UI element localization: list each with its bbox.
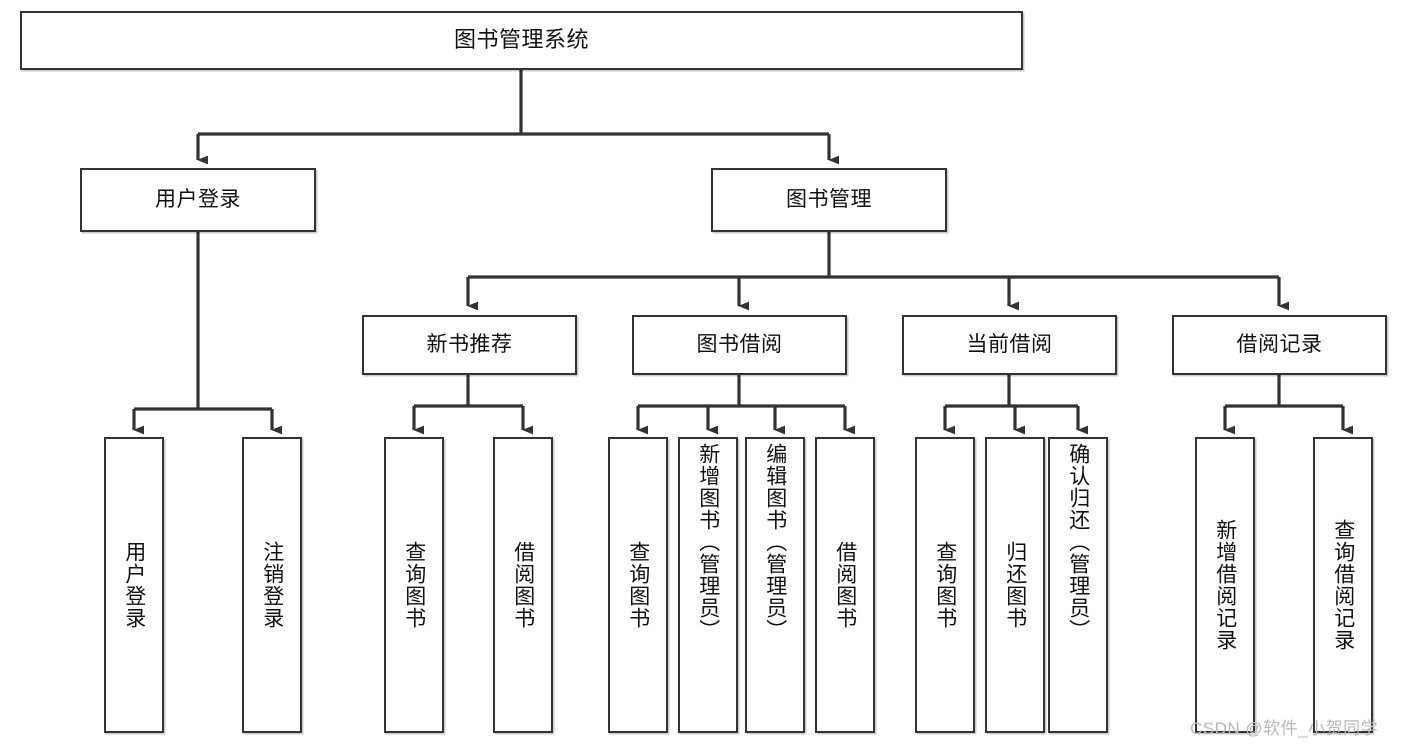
leaf-query-book-recommend-label: 查询图书 — [402, 541, 426, 629]
leaf-confirm-return-admin[interactable]: 确认归还（管理员） — [1048, 437, 1108, 733]
leaf-user-login[interactable]: 用户登录 — [104, 437, 164, 733]
leaf-query-book-current-label: 查询图书 — [933, 541, 957, 629]
leaf-logout[interactable]: 注销登录 — [242, 437, 302, 733]
watermark-text: CSDN @软件_小贺同学 — [1190, 719, 1379, 738]
node-user-login-label: 用户登录 — [155, 188, 241, 212]
leaf-add-borrow-record[interactable]: 新增借阅记录 — [1195, 437, 1255, 733]
leaf-edit-book-admin[interactable]: 编辑图书（管理员） — [745, 437, 805, 733]
leaf-return-book[interactable]: 归还图书 — [985, 437, 1045, 733]
node-current-borrow-label: 当前借阅 — [966, 333, 1053, 357]
node-user-login[interactable]: 用户登录 — [80, 168, 316, 232]
node-book-borrow-label: 图书借阅 — [696, 333, 783, 357]
leaf-add-borrow-record-label: 新增借阅记录 — [1213, 519, 1237, 651]
node-root[interactable]: 图书管理系统 — [20, 11, 1023, 70]
leaf-confirm-return-admin-label: 确认归还（管理员） — [1066, 443, 1090, 641]
node-book-management[interactable]: 图书管理 — [711, 168, 947, 232]
leaf-borrow-book-recommend-label: 借阅图书 — [511, 541, 535, 629]
leaf-query-borrow-record[interactable]: 查询借阅记录 — [1313, 437, 1373, 733]
leaf-edit-book-admin-label: 编辑图书（管理员） — [763, 443, 787, 641]
node-current-borrow[interactable]: 当前借阅 — [902, 315, 1117, 375]
leaf-user-login-label: 用户登录 — [122, 541, 146, 629]
node-root-label: 图书管理系统 — [453, 27, 589, 53]
leaf-borrow-book-label: 借阅图书 — [833, 541, 857, 629]
leaf-borrow-book-recommend[interactable]: 借阅图书 — [493, 437, 553, 733]
leaf-query-book-recommend[interactable]: 查询图书 — [384, 437, 444, 733]
leaf-return-book-label: 归还图书 — [1003, 541, 1027, 629]
node-book-management-label: 图书管理 — [786, 188, 872, 212]
leaf-logout-label: 注销登录 — [260, 541, 284, 629]
leaf-add-book-admin[interactable]: 新增图书（管理员） — [678, 437, 738, 733]
leaf-query-borrow-record-label: 查询借阅记录 — [1331, 519, 1355, 651]
node-borrow-record-label: 借阅记录 — [1236, 333, 1323, 357]
node-new-book-recommend[interactable]: 新书推荐 — [362, 315, 577, 375]
leaf-add-book-admin-label: 新增图书（管理员） — [696, 443, 720, 641]
leaf-borrow-book[interactable]: 借阅图书 — [815, 437, 875, 733]
leaf-query-book-current[interactable]: 查询图书 — [915, 437, 975, 733]
node-borrow-record[interactable]: 借阅记录 — [1172, 315, 1387, 375]
leaf-query-book-borrow-label: 查询图书 — [626, 541, 650, 629]
leaf-query-book-borrow[interactable]: 查询图书 — [608, 437, 668, 733]
node-book-borrow[interactable]: 图书借阅 — [632, 315, 847, 375]
node-new-book-recommend-label: 新书推荐 — [426, 333, 513, 357]
